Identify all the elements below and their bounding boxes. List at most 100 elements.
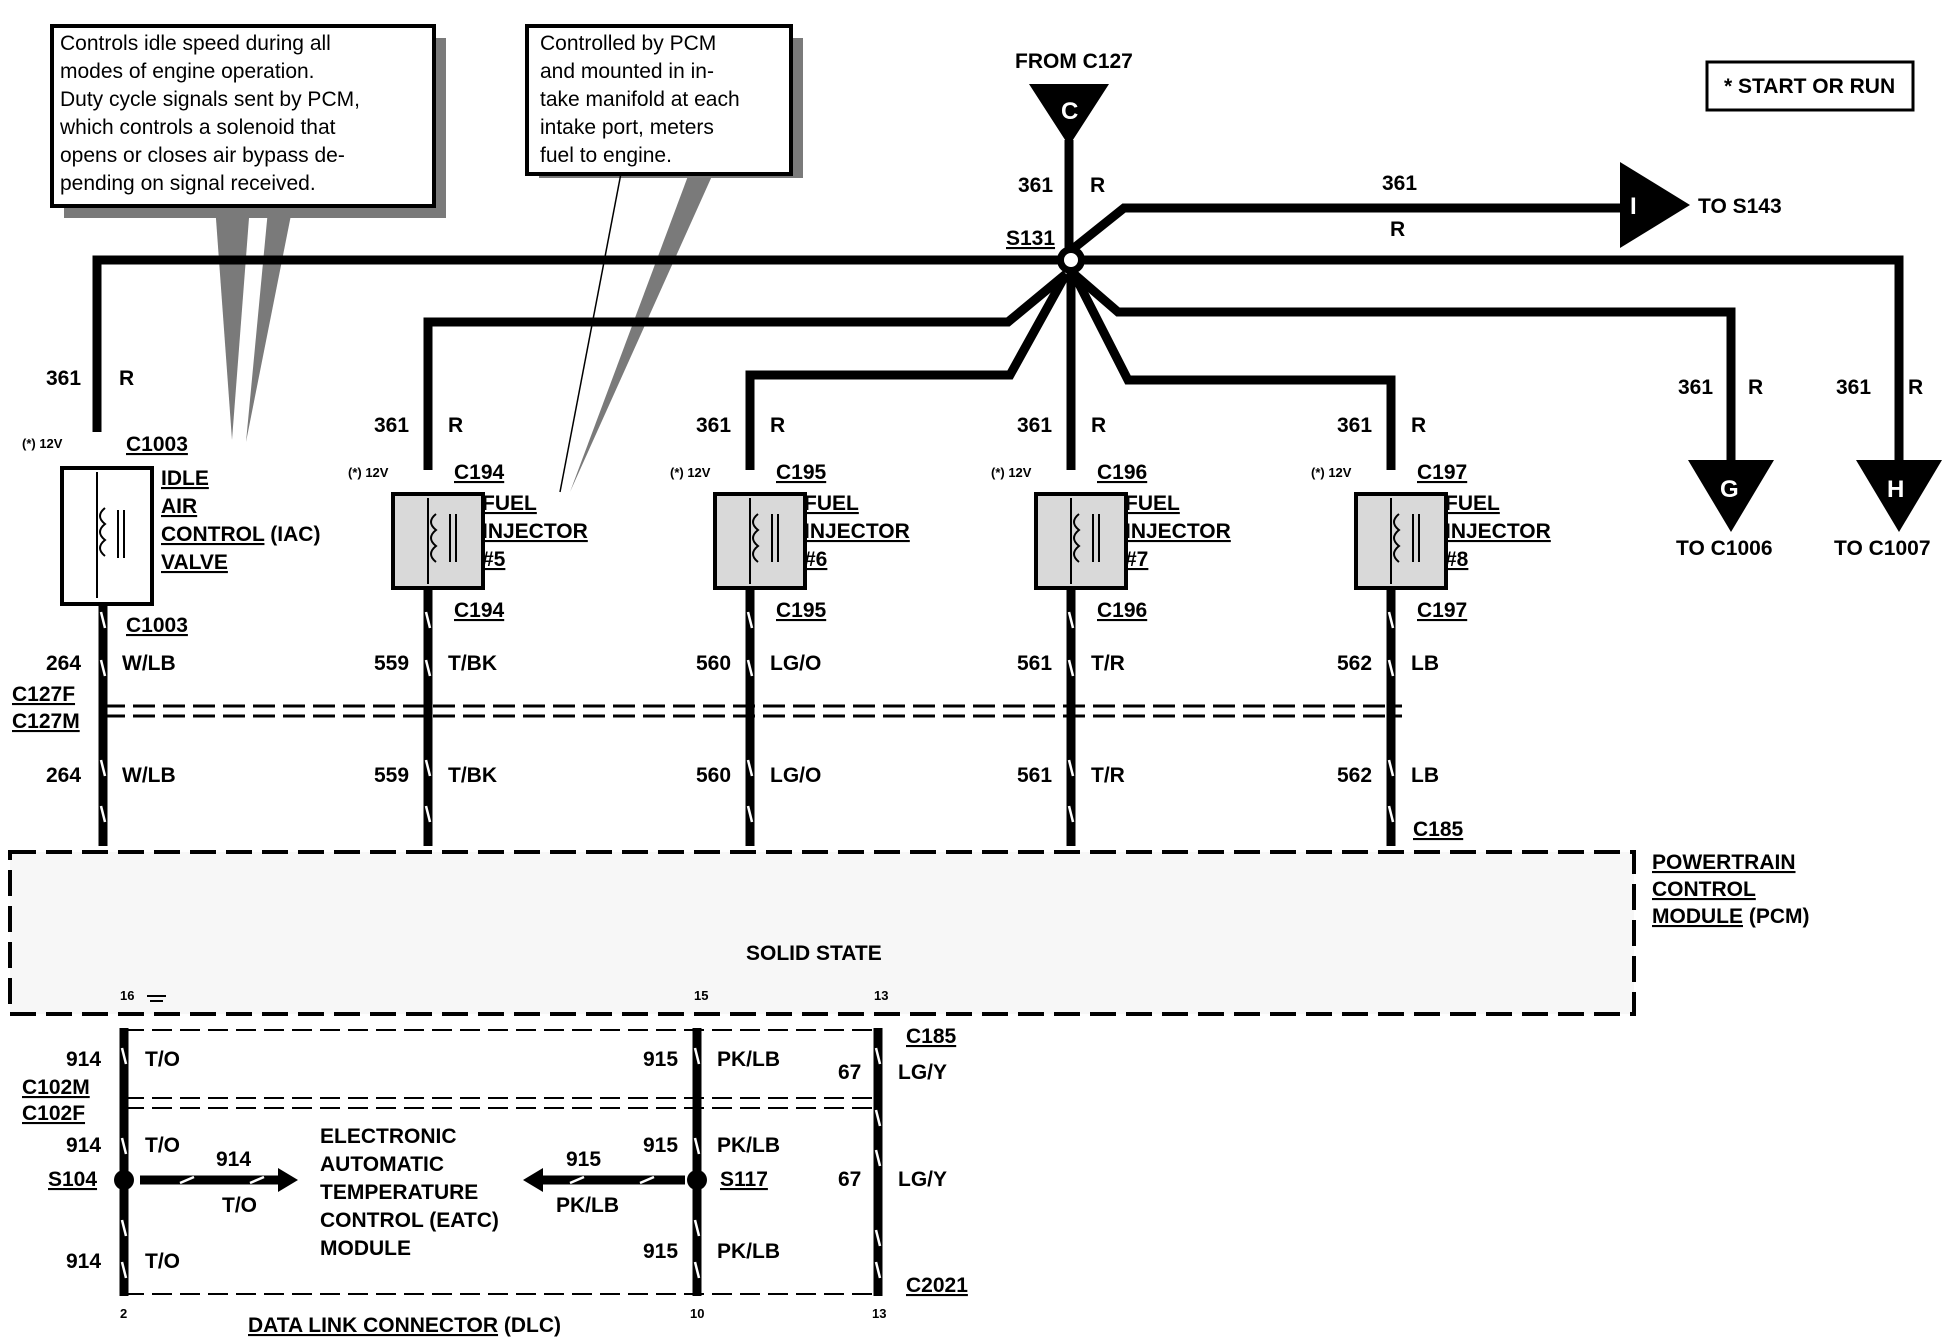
injector-connector-bottom: C195 bbox=[776, 599, 827, 622]
injector-out-wire-upper: 559 bbox=[374, 652, 409, 675]
c127-inline-connector bbox=[103, 704, 1402, 718]
pcm-body-label: SOLID STATE bbox=[746, 942, 882, 965]
injector-name: FUEL bbox=[482, 492, 537, 515]
injector-component-box bbox=[713, 492, 807, 590]
injector-out-wire-lower: 561 bbox=[1017, 764, 1052, 787]
injector-note-line-4: intake port, meters bbox=[540, 116, 714, 139]
splice-s104 bbox=[114, 1170, 134, 1190]
injector-out-wire-lower: 560 bbox=[696, 764, 731, 787]
pcm-name-suffix: (PCM) bbox=[1749, 905, 1810, 928]
eatc-line-2: AUTOMATIC bbox=[320, 1153, 444, 1176]
c127f-label: C127F bbox=[12, 683, 75, 706]
injector-voltage: (*) 12V bbox=[991, 465, 1032, 480]
iac-note-line-2: modes of engine operation. bbox=[60, 60, 315, 83]
iac-name-line-2: AIR bbox=[161, 495, 197, 518]
injector-connector-bottom: C197 bbox=[1417, 599, 1467, 622]
pcm-connector-c185: C185 bbox=[1413, 818, 1464, 841]
start-run-label: * START OR RUN bbox=[1724, 75, 1895, 98]
eatc-line-1: ELECTRONIC bbox=[320, 1125, 457, 1148]
source-wire-color: R bbox=[1090, 174, 1105, 197]
injector-name-2: INJECTOR bbox=[482, 520, 588, 543]
svg-text:MODULE (PCM): MODULE (PCM) bbox=[1652, 905, 1810, 928]
c102f-label: C102F bbox=[22, 1102, 85, 1125]
arrow-i bbox=[1620, 162, 1690, 248]
iac-name-line-4: VALVE bbox=[161, 551, 228, 574]
injector-out-wire-upper: 561 bbox=[1017, 652, 1052, 675]
arrow-i-letter: I bbox=[1630, 193, 1637, 220]
s117-label: S117 bbox=[720, 1168, 768, 1191]
injector-number: #7 bbox=[1125, 548, 1148, 571]
dlc-section: C185 C102M C102F C2021 914 T/O 914 T/O 9… bbox=[22, 1025, 968, 1337]
injector-component-box bbox=[1354, 492, 1448, 590]
injector-connector-top: C195 bbox=[776, 461, 827, 484]
wire-ticks bbox=[99, 611, 882, 1279]
injector-out-wire-lower: 559 bbox=[374, 764, 409, 787]
to-s143-wire: 361 bbox=[1382, 172, 1417, 195]
arrow-g-letter: G bbox=[1720, 476, 1739, 503]
iac-voltage: (*) 12V bbox=[22, 436, 63, 451]
injector-note-line-5: fuel to engine. bbox=[540, 144, 672, 167]
injector-component-box bbox=[1034, 492, 1128, 590]
w915-upper: 915 bbox=[643, 1048, 678, 1071]
injector-note-line-2: and mounted in in- bbox=[540, 60, 714, 83]
injector-voltage: (*) 12V bbox=[670, 465, 711, 480]
eatc-line-4: CONTROL (EATC) bbox=[320, 1209, 499, 1232]
injector-supply-wire: 361 bbox=[1017, 414, 1052, 437]
w67-lower: 67 bbox=[838, 1168, 861, 1191]
to-c1006-label: TO C1006 bbox=[1676, 537, 1773, 560]
c102m-label: C102M bbox=[22, 1076, 90, 1099]
iac-note-line-4: which controls a solenoid that bbox=[59, 116, 336, 139]
to-c1007-wire: 361 bbox=[1836, 376, 1871, 399]
injector-supply-wire: 361 bbox=[1337, 414, 1372, 437]
pcm-module: SOLID STATE POWERTRAIN CONTROL MODULE (P… bbox=[8, 818, 1810, 1016]
injector-name: FUEL bbox=[1125, 492, 1180, 515]
injector-out-wire-lower: 562 bbox=[1337, 764, 1372, 787]
c185-label: C185 bbox=[906, 1025, 957, 1048]
iac-out-color-upper: W/LB bbox=[122, 652, 176, 675]
w915-lower: 915 bbox=[643, 1240, 678, 1263]
injector-out-color-upper: T/BK bbox=[448, 652, 497, 675]
injector-name: FUEL bbox=[804, 492, 859, 515]
s104-branch-color: T/O bbox=[222, 1194, 257, 1217]
iac-supply-color: R bbox=[119, 367, 134, 390]
dlc-pin-13: 13 bbox=[872, 1306, 886, 1321]
injector-name-2: INJECTOR bbox=[804, 520, 910, 543]
iac-out-wire-upper: 264 bbox=[46, 652, 81, 675]
to-c1007-color: R bbox=[1908, 376, 1923, 399]
iac-connector-top: C1003 bbox=[126, 433, 188, 456]
injector-name-2: INJECTOR bbox=[1125, 520, 1231, 543]
injector-component-box bbox=[391, 492, 485, 590]
pcm-pin-13: 13 bbox=[874, 988, 888, 1003]
source-wire-number: 361 bbox=[1018, 174, 1053, 197]
s117-branch-wire: 915 bbox=[566, 1148, 601, 1171]
pcm-pin-16: 16 bbox=[120, 988, 134, 1003]
w67-lower-color: LG/Y bbox=[898, 1168, 947, 1191]
pcm-name-line-1: POWERTRAIN bbox=[1652, 851, 1796, 874]
dlc-pin-2: 2 bbox=[120, 1306, 127, 1321]
pcm-name-line-3: MODULE bbox=[1652, 905, 1743, 928]
iac-name-line-3: CONTROL bbox=[161, 523, 265, 546]
w914-upper-color: T/O bbox=[145, 1048, 180, 1071]
w915-upper-color: PK/LB bbox=[717, 1048, 780, 1071]
eatc-line-3: TEMPERATURE bbox=[320, 1181, 478, 1204]
injector-out-color-upper: LG/O bbox=[770, 652, 821, 675]
iac-out-color-lower: W/LB bbox=[122, 764, 176, 787]
iac-connector-bottom: C1003 bbox=[126, 614, 188, 637]
injector-connector-bottom: C196 bbox=[1097, 599, 1147, 622]
injector-voltage: (*) 12V bbox=[1311, 465, 1352, 480]
w67-upper: 67 bbox=[838, 1061, 861, 1084]
injector-out-color-lower: LG/O bbox=[770, 764, 821, 787]
injector-out-color-lower: T/R bbox=[1091, 764, 1125, 787]
to-s143-color: R bbox=[1390, 218, 1405, 241]
injector-number: #6 bbox=[804, 548, 827, 571]
injector-connector-top: C194 bbox=[454, 461, 505, 484]
w915-mid: 915 bbox=[643, 1134, 678, 1157]
injector-supply-wire: 361 bbox=[374, 414, 409, 437]
dlc-label: DATA LINK CONNECTOR bbox=[248, 1314, 498, 1337]
to-c1006-color: R bbox=[1748, 376, 1763, 399]
